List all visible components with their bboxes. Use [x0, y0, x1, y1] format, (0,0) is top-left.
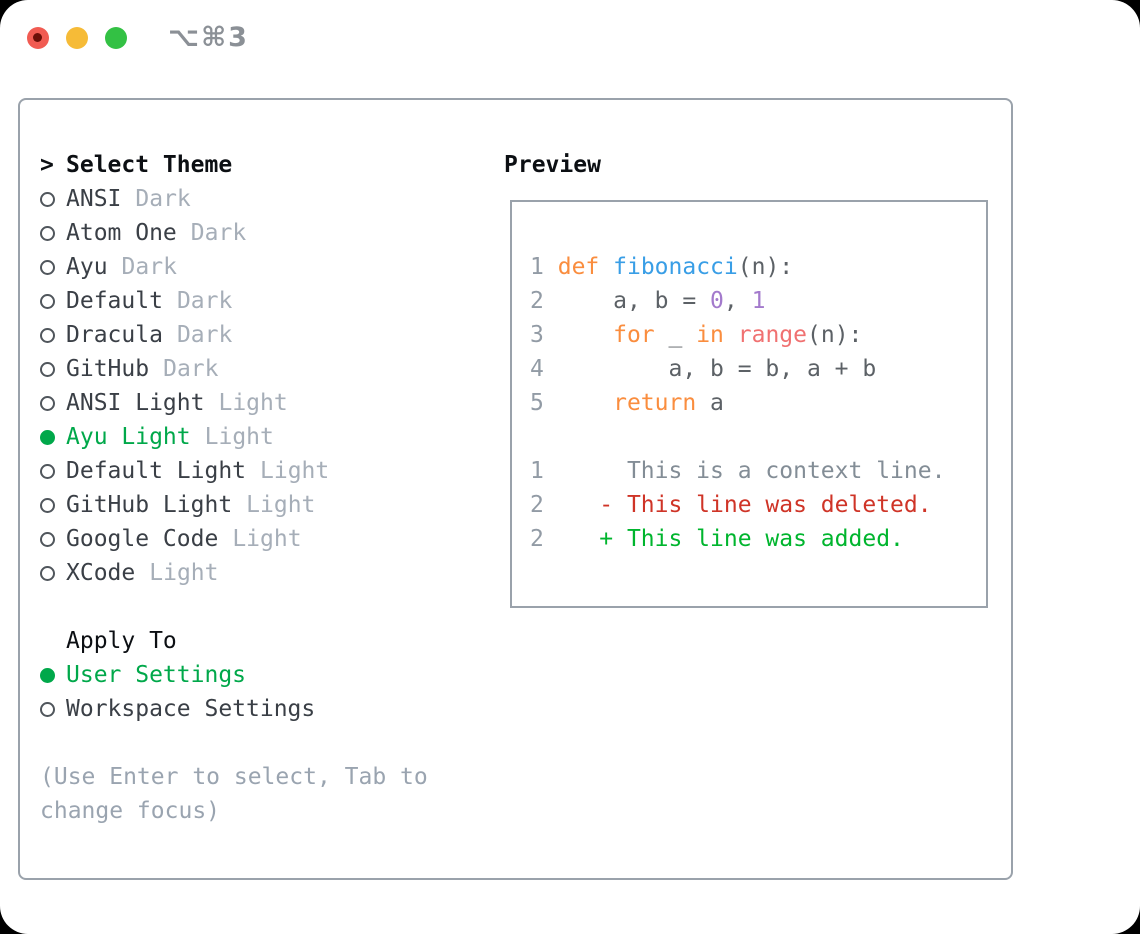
radio-unselected-icon — [40, 293, 66, 309]
option-variant-tag: Light — [149, 560, 219, 586]
diff-line: 2 + This line was added. — [530, 526, 904, 552]
radio-unselected-icon — [40, 701, 66, 717]
option-variant-tag: Light — [218, 390, 288, 416]
theme-option-github[interactable]: GitHub Dark — [40, 352, 490, 386]
theme-option-atom-one[interactable]: Atom One Dark — [40, 216, 490, 250]
apply-to-header: Apply To — [66, 628, 177, 654]
diff-line: 1 This is a context line. — [530, 458, 946, 484]
option-variant-tag: Dark — [135, 186, 191, 212]
theme-option-ayu-light[interactable]: Ayu Light Light — [40, 420, 490, 454]
code-line: 4 a, b = b, a + b — [530, 356, 877, 382]
code-line: 5 return a — [530, 390, 724, 416]
window-title: ⌥⌘3 — [168, 22, 249, 53]
radio-unselected-icon — [40, 395, 66, 411]
close-dot-icon — [33, 33, 42, 42]
option-variant-tag: Light — [260, 458, 330, 484]
option-label: ANSI — [66, 186, 122, 212]
apply-option-workspace-settings[interactable]: Workspace Settings — [40, 692, 490, 726]
theme-option-google-code[interactable]: Google Code Light — [40, 522, 490, 556]
radio-unselected-icon — [40, 361, 66, 377]
option-label: Atom One — [66, 220, 177, 246]
cursor-prompt-icon: > — [40, 152, 54, 178]
theme-option-ansi[interactable]: ANSI Dark — [40, 182, 490, 216]
theme-option-xcode[interactable]: XCode Light — [40, 556, 490, 590]
option-label: User Settings — [66, 662, 247, 688]
option-label: Ayu — [66, 254, 108, 280]
option-label: Default — [66, 288, 163, 314]
option-variant-tag: Dark — [163, 356, 219, 382]
preview-header: Preview — [504, 152, 601, 178]
select-theme-header: Select Theme — [66, 152, 233, 178]
option-variant-tag: Light — [232, 526, 302, 552]
option-label: Dracula — [66, 322, 163, 348]
radio-unselected-icon — [40, 225, 66, 241]
option-label: GitHub Light — [66, 492, 233, 518]
theme-option-ansi-light[interactable]: ANSI Light Light — [40, 386, 490, 420]
option-label: Default Light — [66, 458, 247, 484]
zoom-button[interactable] — [105, 27, 127, 49]
theme-option-default[interactable]: Default Dark — [40, 284, 490, 318]
theme-option-default-light[interactable]: Default Light Light — [40, 454, 490, 488]
radio-selected-icon — [40, 429, 66, 445]
radio-unselected-icon — [40, 259, 66, 275]
option-label: XCode — [66, 560, 136, 586]
theme-option-dracula[interactable]: Dracula Dark — [40, 318, 490, 352]
diff-preview-block: 1 This is a context line. 2 - This line w… — [530, 454, 972, 556]
keyboard-hint: (Use Enter to select, Tab to change focu… — [40, 764, 428, 824]
option-variant-tag: Dark — [190, 220, 247, 246]
close-button[interactable] — [27, 27, 49, 49]
spacer — [40, 590, 490, 624]
radio-selected-icon — [40, 667, 66, 683]
code-line: 2 a, b = 0, 1 — [530, 288, 766, 314]
option-label: Google Code — [66, 526, 219, 552]
code-line: 3 for _ in range(n): — [530, 322, 863, 348]
radio-unselected-icon — [40, 531, 66, 547]
minimize-button[interactable] — [66, 27, 88, 49]
option-label: Workspace Settings — [66, 696, 316, 722]
select-theme-header-row: > Select Theme — [40, 148, 490, 182]
option-variant-tag: Dark — [176, 288, 233, 314]
option-variant-tag: Dark — [121, 254, 177, 280]
diff-line: 2 - This line was deleted. — [530, 492, 932, 518]
theme-option-ayu[interactable]: Ayu Dark — [40, 250, 490, 284]
preview-code-box: 1 def fibonacci(n): 2 a, b = 0, 1 3 for _ … — [510, 200, 988, 608]
radio-unselected-icon — [40, 565, 66, 581]
radio-unselected-icon — [40, 327, 66, 343]
option-variant-tag: Light — [204, 424, 274, 450]
code-line: 1 def fibonacci(n): — [530, 254, 794, 280]
theme-option-github-light[interactable]: GitHub Light Light — [40, 488, 490, 522]
apply-option-user-settings[interactable]: User Settings — [40, 658, 490, 692]
radio-unselected-icon — [40, 463, 66, 479]
radio-unselected-icon — [40, 497, 66, 513]
radio-unselected-icon — [40, 191, 66, 207]
option-label: ANSI Light — [66, 390, 205, 416]
titlebar: ⌥⌘3 — [0, 0, 1140, 98]
option-label: Ayu Light — [66, 424, 191, 450]
blank-line — [530, 420, 972, 454]
apply-to-header-row: Apply To — [40, 624, 490, 658]
option-label: GitHub — [66, 356, 150, 382]
option-variant-tag: Dark — [176, 322, 233, 348]
preview-pane: Preview 1 def fibonacci(n): 2 a, b = 0, 1… — [504, 148, 1004, 608]
option-variant-tag: Light — [246, 492, 316, 518]
code-preview-block: 1 def fibonacci(n): 2 a, b = 0, 1 3 for _ … — [530, 250, 972, 420]
